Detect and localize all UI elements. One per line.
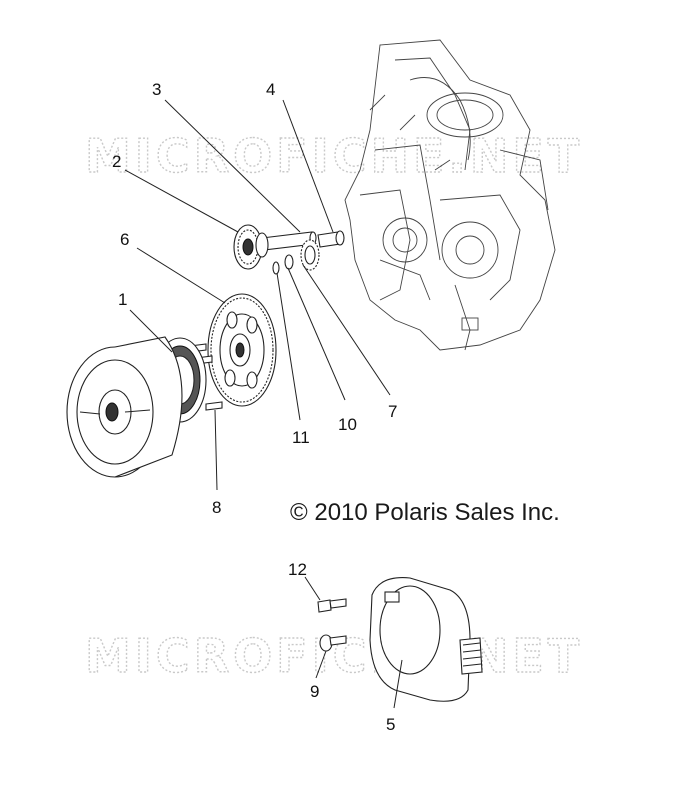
callout-1: 1 [118, 290, 127, 309]
callout-6: 6 [120, 230, 129, 249]
part-2-gear [233, 224, 269, 270]
callout-3: 3 [152, 80, 161, 99]
flywheel [66, 336, 183, 478]
callout-5: 5 [386, 715, 395, 734]
callout-8: 8 [212, 498, 221, 517]
part-11-ring [272, 261, 280, 275]
callout-4: 4 [266, 80, 275, 99]
callout-12: 12 [288, 560, 307, 579]
copyright-notice: © 2010 Polaris Sales Inc. [290, 499, 560, 526]
callout-11: 11 [292, 428, 310, 447]
part-5-starter-motor [369, 577, 483, 702]
part-4-pinion-shaft [317, 230, 345, 248]
part-7-gear [300, 239, 320, 271]
callout-9: 9 [310, 682, 319, 701]
callout-2: 2 [112, 152, 121, 171]
part-12-bolt [317, 598, 347, 613]
leader-lines [124, 99, 403, 709]
engine-case-illustration [344, 39, 556, 351]
watermark-top: MICROFICHE.NET [85, 129, 583, 183]
part-9-bolt [319, 634, 347, 652]
part-10-ring [284, 254, 294, 270]
part-6-large-gear [207, 293, 277, 407]
callout-7: 7 [388, 402, 397, 421]
callout-10: 10 [338, 415, 357, 434]
